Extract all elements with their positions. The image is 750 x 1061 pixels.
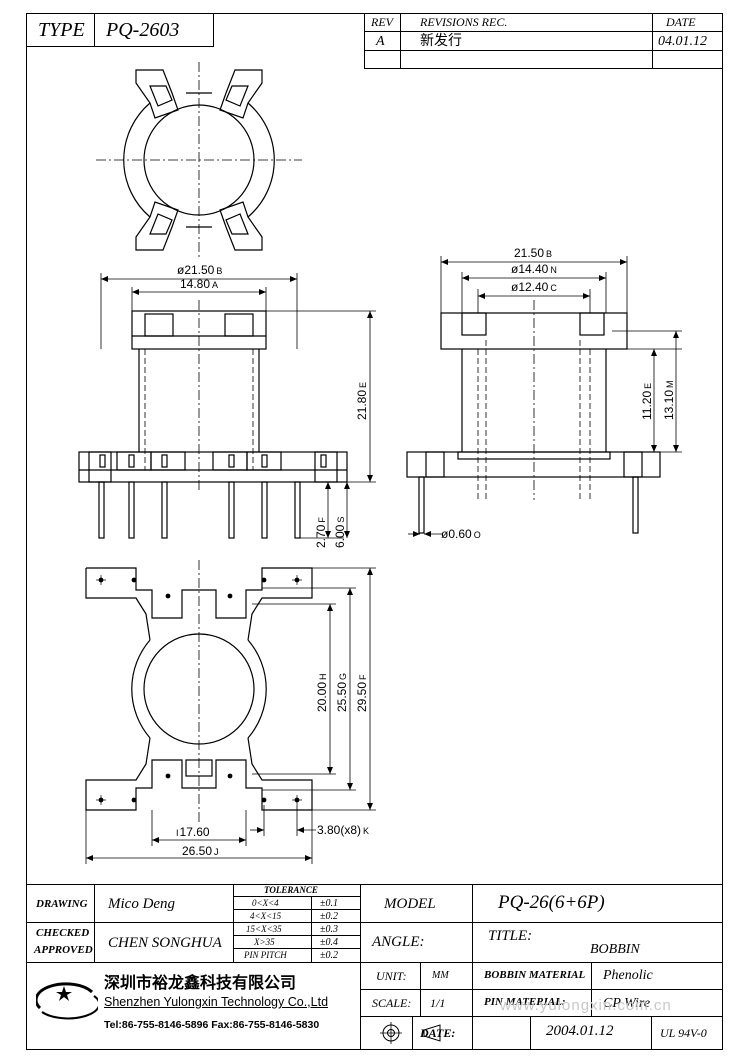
company-name-en: Shenzhen Yulongxin Technology Co.,Ltd — [104, 995, 329, 1009]
scale-label: SCALE: — [372, 996, 412, 1010]
company-contact: Tel:86-755-8146-5896 Fax:86-755-8146-583… — [104, 1019, 320, 1031]
tolerance-value-5: ±0.2 — [320, 950, 338, 961]
dim-side-h1: 11.20E — [640, 383, 654, 420]
tolerance-value-4: ±0.4 — [320, 937, 338, 948]
model-value: PQ-26(6+6P) — [498, 892, 605, 913]
model-label: MODEL — [384, 896, 436, 912]
date-column-label: DATE — [666, 15, 696, 29]
dim-base-w1: I17.60 — [176, 825, 210, 839]
date-value: 2004.01.12 — [546, 1023, 614, 1039]
dim-base-h2: 25.50G — [335, 673, 349, 712]
side-view — [406, 312, 661, 534]
drawing-value: Mico Deng — [108, 896, 176, 912]
dim-side-h2: 13.10M — [662, 380, 676, 420]
approved-label: APPROVED — [34, 944, 93, 956]
drawing-label: DRAWING — [36, 898, 88, 910]
title-label: TITLE: — [488, 928, 533, 944]
angle-label: ANGLE: — [372, 934, 425, 950]
checked-label: CHECKED — [36, 927, 90, 939]
date-label: DATE: — [420, 1026, 456, 1040]
type-label: TYPE — [38, 19, 85, 41]
revisions-column-label: REVISIONS REC. — [420, 15, 508, 29]
unit-value: MM — [432, 970, 449, 981]
technical-drawing: ø21.50B 14.80A 21.80E 2.70F 6.00S 21.50B… — [78, 62, 682, 864]
tolerance-range-2: 4<X<15 — [250, 911, 282, 921]
scale-value: 1/1 — [430, 996, 446, 1010]
approved-value: CHEN SONGHUA — [108, 935, 222, 951]
dim-height: 21.80E — [355, 382, 369, 420]
front-view — [78, 310, 348, 539]
dim-pin-b: 6.00S — [333, 517, 347, 548]
dim-pin-pitch: 3.80(x8)K — [317, 823, 369, 837]
bobbin-material-label: BOBBIN MATERIAL — [484, 969, 586, 981]
tolerance-range-4: X>35 — [254, 937, 275, 947]
revision-date: 04.01.12 — [658, 34, 707, 49]
dim-base-h3: 29.50F — [355, 674, 369, 712]
drawing-frame — [26, 13, 723, 1050]
dim-base-h1: 20.00H — [315, 673, 329, 712]
tolerance-label: TOLERANCE — [264, 885, 318, 895]
watermark: www.yulongxin.com.cn — [500, 997, 672, 1014]
type-box — [26, 13, 214, 47]
bobbin-material-value: Phenolic — [603, 968, 653, 983]
tolerance-value-1: ±0.1 — [320, 898, 338, 909]
pin-material-value: CP Wire — [603, 996, 651, 1011]
unit-label: UNIT: — [376, 969, 407, 983]
dim-pin-a: 2.70F — [314, 517, 328, 548]
title-value: BOBBIN — [590, 942, 640, 957]
type-value: PQ-2603 — [106, 19, 180, 41]
company-logo — [34, 980, 101, 1020]
pin-material-label: PIN MATERIAL: — [484, 996, 566, 1008]
tolerance-range-3: 15<X<35 — [246, 924, 282, 934]
tolerance-range-1: 0<X<4 — [252, 898, 279, 908]
company-name-cn: 深圳市裕龙鑫科技有限公司 — [104, 973, 297, 992]
title-block — [26, 884, 723, 1050]
tolerance-value-2: ±0.2 — [320, 911, 338, 922]
tolerance-value-3: ±0.3 — [320, 924, 338, 935]
rev-value: A — [376, 34, 385, 49]
projection-symbol-icon — [378, 1022, 448, 1044]
tolerance-range-5: PIN PITCH — [244, 950, 287, 960]
rev-column-label: REV — [371, 15, 393, 29]
revision-text: 新发行 — [420, 33, 462, 49]
ul-value: UL 94V-0 — [660, 1026, 707, 1040]
revision-table — [364, 13, 723, 69]
